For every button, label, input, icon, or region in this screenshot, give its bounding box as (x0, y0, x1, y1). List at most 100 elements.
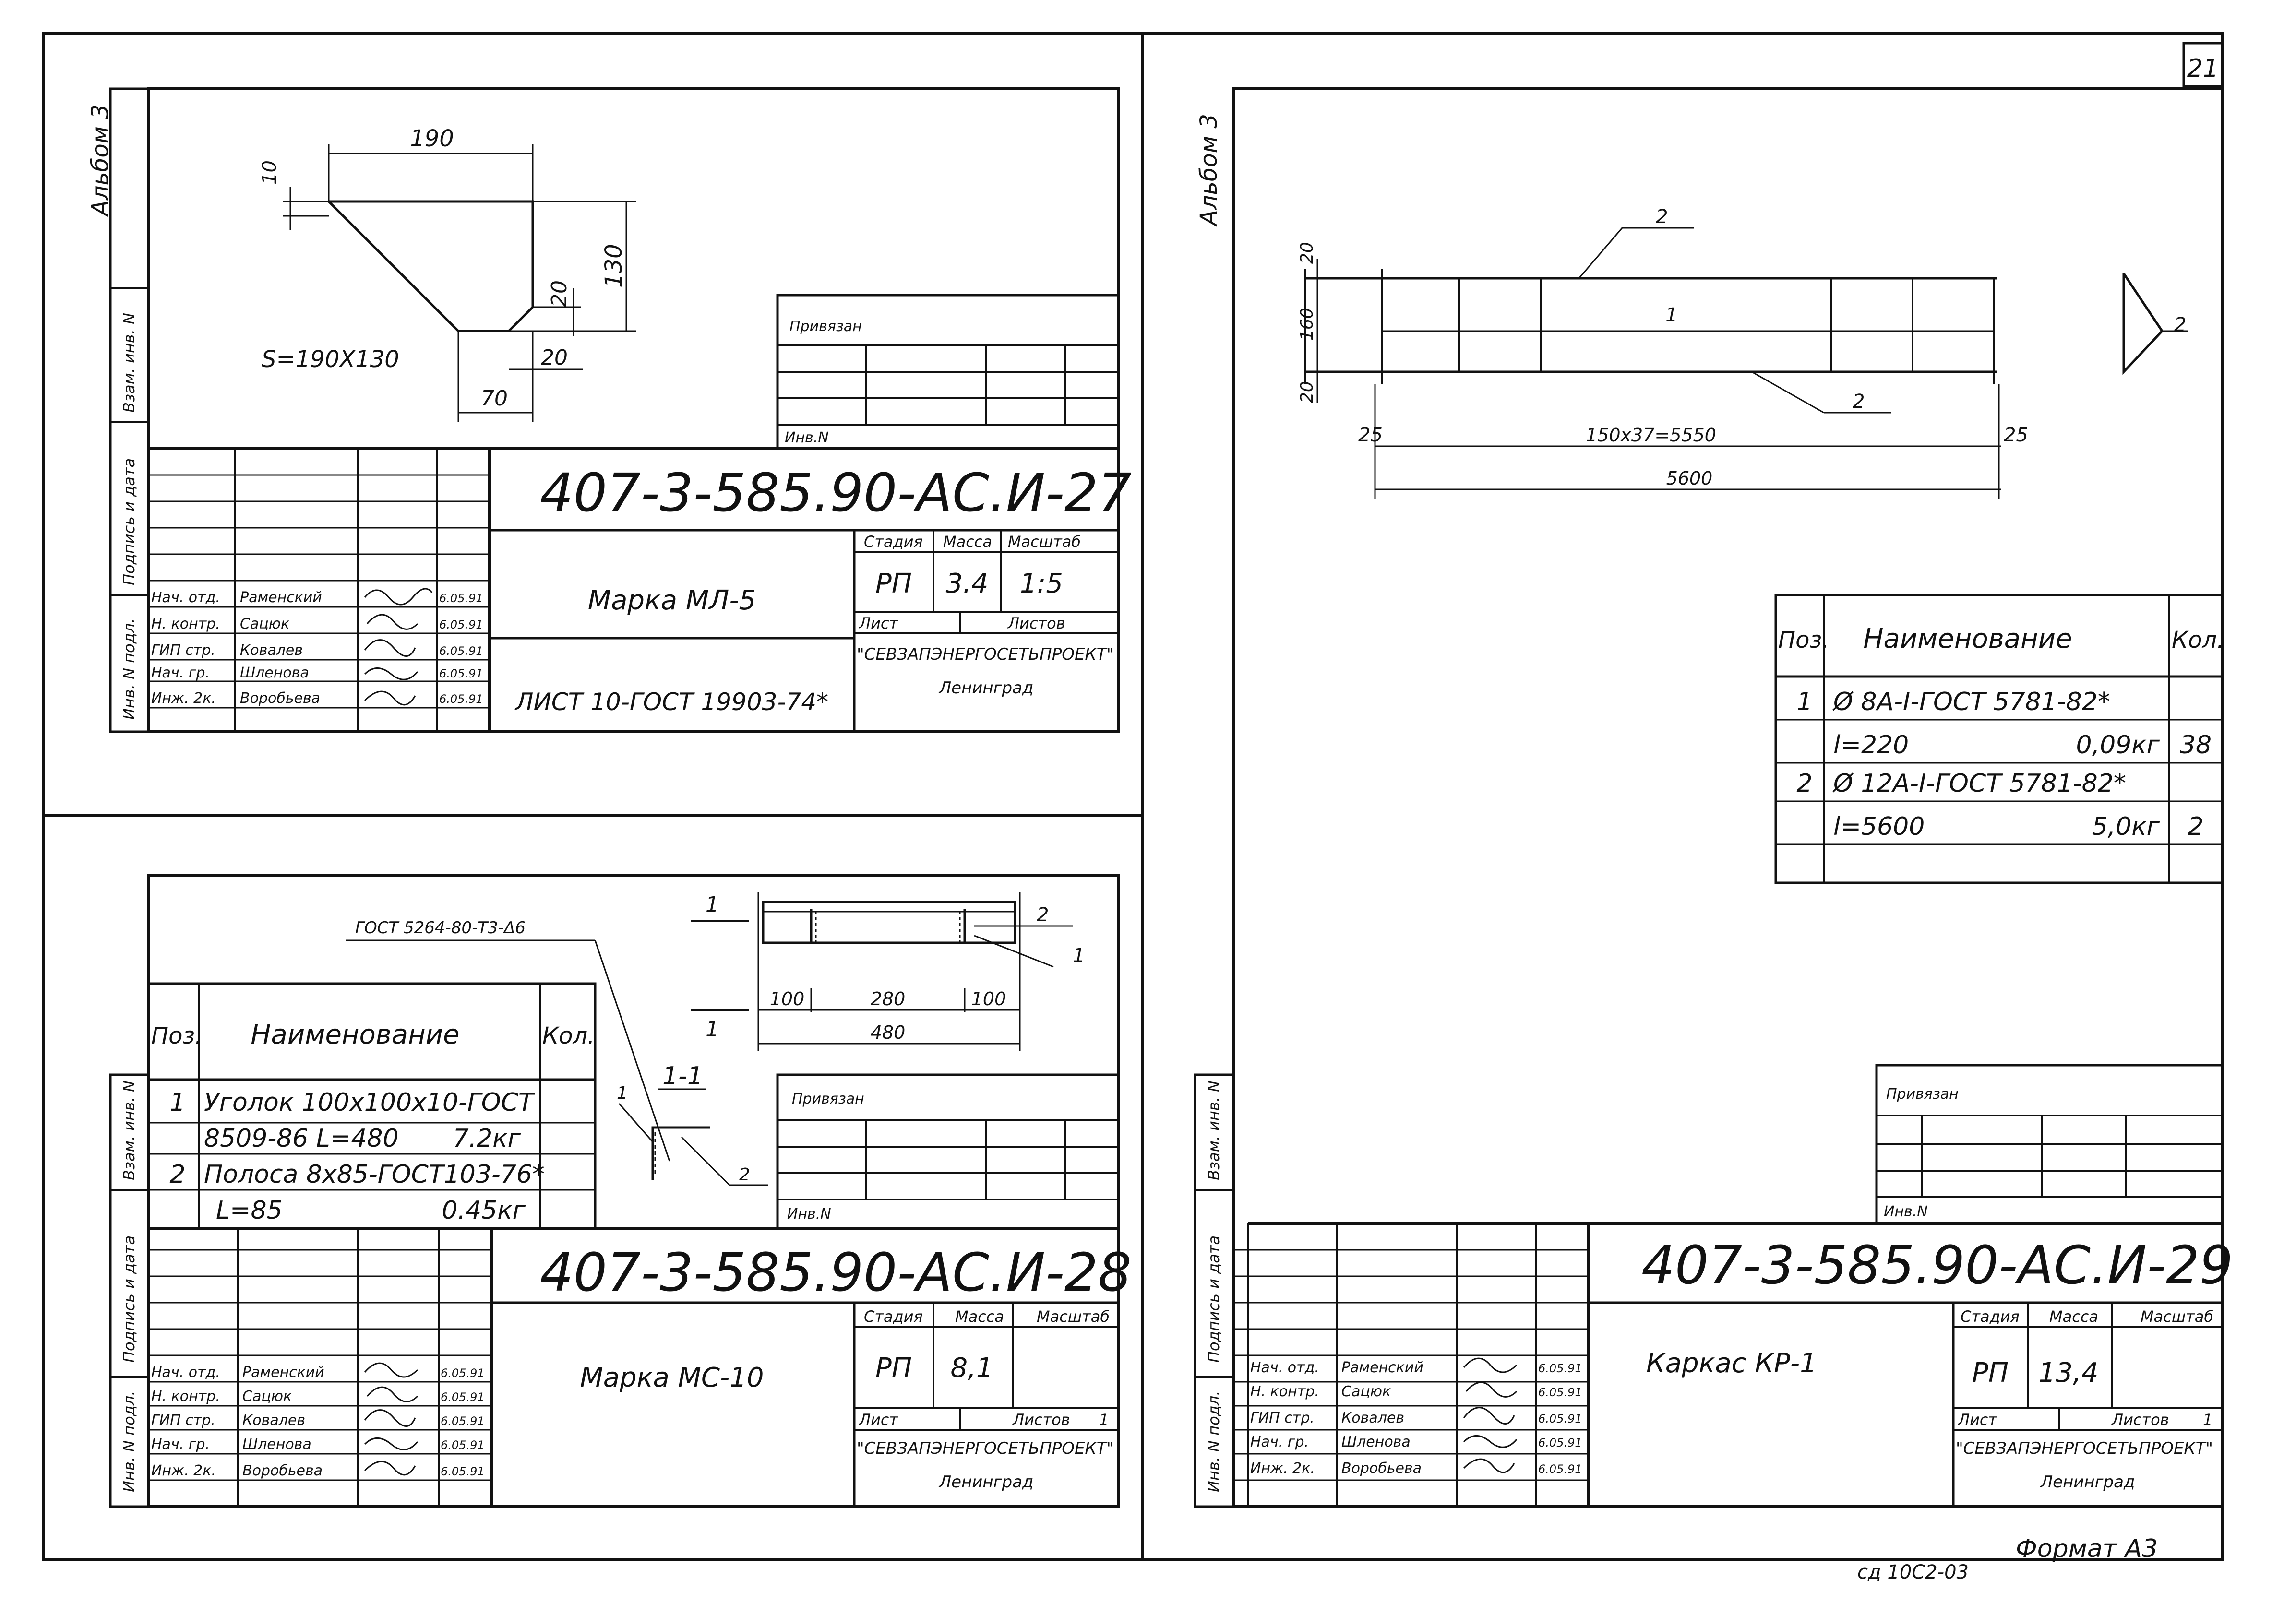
dim-160: 160 (1297, 308, 1317, 341)
role-0: Нач. отд. (1250, 1359, 1319, 1376)
role-2: ГИП стр. (151, 642, 215, 659)
dim-25-left: 25 (1358, 424, 1383, 446)
pos-mark-2-top: 2 (1656, 206, 1668, 228)
list-header: Лист (859, 614, 898, 632)
person-1: Сацюк (1341, 1383, 1391, 1400)
role-3: Нач. гр. (151, 665, 210, 681)
drawing-code: 407-3-585.90-АС.И-27 (540, 462, 1132, 523)
date-1: 6.05.91 (441, 1390, 485, 1404)
spec-row-qty: 38 (2180, 731, 2212, 760)
role-2: ГИП стр. (1250, 1410, 1315, 1426)
massa-header: Масса (2049, 1307, 2098, 1326)
frame-drawing: 1 2 2 20 160 20 25 25 150х37=5550 5600 2 (1297, 206, 2188, 499)
spec-row-weight: 5,0кг (2092, 812, 2160, 841)
role-4: Инж. 2к. (151, 690, 216, 707)
org-name: "СЕВЗАПЭНЕРГОСЕТЬПРОЕКТ" (857, 1439, 1114, 1458)
inv-n-label: Инв.N (787, 1206, 831, 1223)
spec-row-qty: 2 (2188, 812, 2203, 841)
person-4: Воробьева (242, 1462, 323, 1479)
drawing-code: 407-3-585.90-АС.И-28 (540, 1242, 1132, 1303)
sheet-28: Поз. Наименование Кол. 1 Уголок 100х100х… (147, 874, 1132, 1508)
org-name: "СЕВЗАПЭНЕРГОСЕТЬПРОЕКТ" (1956, 1439, 2213, 1458)
pos-mark-2-end: 2 (2174, 314, 2186, 336)
plate-drawing: 190 10 130 20 20 70 S=190Х130 (259, 125, 636, 422)
spec-pos-header: Поз. (151, 1022, 202, 1049)
spec-row-name: L=85 (216, 1196, 283, 1225)
role-0: Нач. отд. (151, 1364, 220, 1381)
listov-header: Листов (1007, 614, 1065, 632)
title-block-29: 407-3-585.90-АС.И-29 Стадия Масса Масшта… (1233, 1222, 2233, 1507)
dim-25-right: 25 (2004, 424, 2028, 446)
side-podpis-data: Подпись и дата (120, 458, 138, 585)
album-label-right: Альбом 3 (1196, 114, 1222, 227)
spec-row-name: l=5600 (1833, 812, 1925, 841)
stadiya-header: Стадия (864, 1307, 923, 1326)
person-4: Воробьева (1341, 1460, 1422, 1477)
section-label: 1-1 (662, 1062, 703, 1091)
person-3: Шленова (242, 1436, 311, 1453)
privyazan-label: Привязан (792, 1091, 864, 1107)
stage-value: РП (875, 568, 912, 599)
spec-row-name: l=220 (1833, 731, 1909, 760)
date-1: 6.05.91 (439, 618, 483, 631)
date-0: 6.05.91 (441, 1366, 485, 1380)
dim-100-right: 100 (971, 988, 1006, 1009)
list-header: Лист (1958, 1411, 1997, 1429)
list-header: Лист (859, 1411, 898, 1429)
date-3: 6.05.91 (1538, 1436, 1582, 1449)
date-2: 6.05.91 (441, 1414, 485, 1428)
person-2: Ковалев (240, 642, 303, 659)
section-mark-bottom: 1 (706, 1017, 719, 1042)
spec-name-header: Наименование (1863, 623, 2072, 654)
spec-row-pos: 2 (1796, 769, 1812, 798)
city-name: Ленинград (2040, 1472, 2135, 1492)
inv-n-label: Инв.N (1884, 1203, 1928, 1220)
dim-20-horizontal: 20 (541, 345, 568, 370)
signatures (1463, 1357, 1518, 1473)
privyazan-label: Привязан (1886, 1086, 1959, 1103)
drawing-title: Марка МЛ-5 (588, 585, 756, 616)
masshtab-header: Масштаб (2141, 1307, 2213, 1326)
date-3: 6.05.91 (439, 667, 483, 680)
mass-value: 3.4 (945, 568, 988, 599)
person-3: Шленова (1341, 1434, 1411, 1450)
stadiya-header: Стадия (1961, 1307, 2020, 1326)
title-block-27: 407-3-585.90-АС.И-27 Стадия Масса Масшта… (149, 447, 1132, 732)
drawing-title: Каркас КР-1 (1646, 1348, 1817, 1379)
spec-qty-header: Кол. (542, 1022, 595, 1049)
role-1: Н. контр. (151, 1388, 220, 1405)
dim-step: 150х37=5550 (1586, 425, 1716, 446)
page-number-box: 21 (2182, 42, 2224, 88)
role-4: Инж. 2к. (151, 1462, 216, 1479)
plate-area: S=190Х130 (262, 346, 399, 373)
dim-130: 130 (600, 244, 627, 288)
spec-name-header: Наименование (251, 1019, 459, 1050)
date-4: 6.05.91 (1538, 1462, 1582, 1476)
side-strip-right: Альбом 3 Взам. инв. N Подпись и дата Инв… (1194, 114, 1235, 1508)
spec-row-pos: 1 (169, 1088, 185, 1117)
role-1: Н. контр. (1250, 1383, 1319, 1400)
person-2: Ковалев (1341, 1410, 1404, 1426)
listov-header: Листов (1012, 1411, 1070, 1429)
date-3: 6.05.91 (441, 1438, 485, 1452)
section-pos-1: 1 (617, 1083, 628, 1103)
person-3: Шленова (240, 665, 309, 681)
format-label: Формат А3 (2016, 1534, 2158, 1563)
privyazan-label: Привязан (789, 318, 862, 335)
massa-header: Масса (955, 1307, 1004, 1326)
spec-qty-header: Кол. (2172, 627, 2224, 653)
signatures (364, 588, 433, 706)
date-4: 6.05.91 (441, 1465, 485, 1478)
person-1: Сацюк (242, 1388, 292, 1405)
dim-190: 190 (410, 125, 454, 152)
spec-table-29: Поз. Наименование Кол. 1 Ø 8А-I-ГОСТ 578… (1774, 594, 2224, 884)
masshtab-header: Масштаб (1037, 1307, 1110, 1326)
spec-row-pos: 1 (1796, 688, 1812, 716)
drawing-title: Марка МС-10 (580, 1362, 764, 1393)
stadiya-header: Стадия (864, 533, 923, 551)
spec-row-weight: 0,09кг (2076, 731, 2160, 760)
side-strip-top-left: Альбом 3 Взам. инв. N Подпись и дата Инв… (87, 87, 150, 733)
pos-mark-1: 1 (1073, 945, 1085, 967)
bottom-code: сд 10С2-03 (1857, 1561, 1969, 1583)
pos-mark-2-bottom: 2 (1853, 391, 1865, 413)
